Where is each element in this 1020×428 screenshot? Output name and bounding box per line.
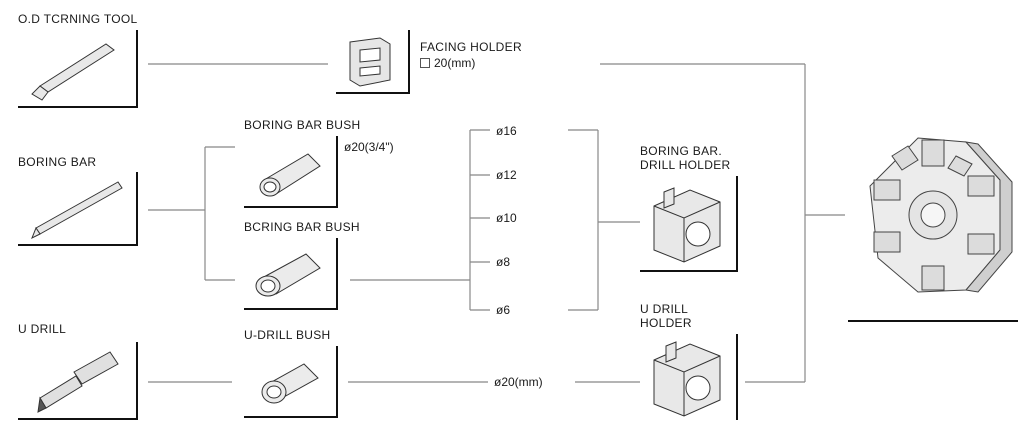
boring-bar-bush-1-label: BORING BAR BUSH [244,118,361,132]
turret-icon [869,137,1013,293]
boring-bar-drill-holder-box [640,176,738,272]
diameter-8: ø8 [496,255,511,269]
boring-bar-drill-holder-label-2: DRILL HOLDER [640,158,731,172]
diameter-16: ø16 [496,124,517,138]
boring-bar-bush-1-box [244,136,338,208]
boring-bar-drill-holder-icon [653,187,721,263]
boring-bar-label: BORING BAR [18,155,97,169]
boring-bar-bush-2-label: BCRING BAR BUSH [244,220,360,234]
facing-holder-label: FACING HOLDER [420,40,522,54]
u-drill-bush-box [244,346,338,418]
u-drill-icon [37,351,119,413]
boring-bar-box [18,172,138,246]
od-turning-tool-box [18,30,138,108]
facing-holder-icon [349,37,391,87]
boring-bar-bush-1-icon [259,153,321,197]
diameter-10: ø10 [496,211,517,225]
u-drill-diameter: ø20(mm) [494,375,543,389]
u-drill-holder-label-2: HOLDER [640,316,692,330]
od-turning-tool-label: O.D TCRNING TOOL [18,12,138,26]
boring-bar-icon [31,181,123,240]
diameter-6: ø6 [496,303,511,317]
facing-holder-size-value: 20(mm) [434,56,476,70]
u-drill-holder-box [640,334,738,420]
boring-bar-bush-2-icon [255,253,321,297]
u-drill-holder-icon [653,341,721,417]
od-turning-tool-icon [31,43,115,101]
square-icon [420,58,430,68]
u-drill-bush-label: U-DRILL BUSH [244,328,331,342]
u-drill-box [18,342,138,420]
facing-holder-size: 20(mm) [420,56,475,70]
diameter-12: ø12 [496,168,517,182]
turret [848,120,1018,322]
boring-bar-bush-1-size: ø20(3/4") [344,140,394,154]
facing-holder-box [336,30,410,94]
boring-bar-drill-holder-label-1: BORING BAR. [640,144,722,158]
boring-bar-bush-2-box [244,238,338,310]
u-drill-label: U DRILL [18,322,67,336]
u-drill-holder-label-1: U DRILL [640,302,689,316]
u-drill-bush-icon [261,363,319,404]
